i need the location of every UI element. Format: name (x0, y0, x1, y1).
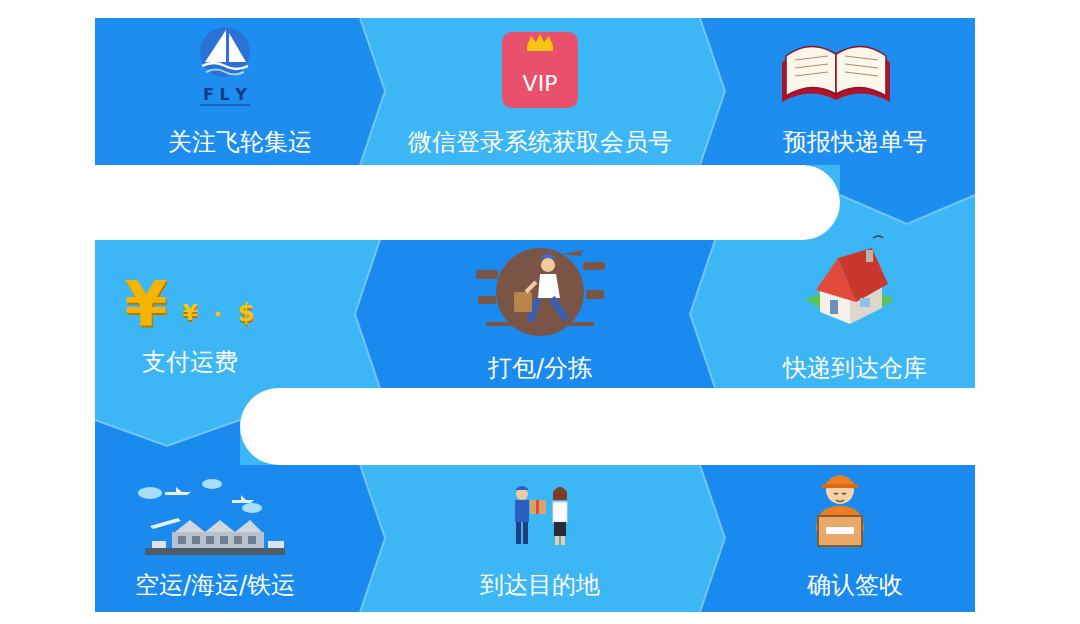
process-step: 到达目的地 (390, 571, 690, 600)
process-step: 预报快递单号 (730, 128, 980, 157)
step-label: 快递到达仓库 (741, 354, 969, 383)
step-label: 关注飞轮集运 (121, 128, 359, 157)
process-step: 支付运费 (75, 348, 305, 377)
airport-illustration (138, 479, 285, 555)
step-label: 微信登录系统获取会员号 (386, 128, 694, 157)
currency-symbol: ¥ (182, 302, 197, 324)
currency-symbol: ¥ (124, 274, 167, 336)
step-label: 确认签收 (741, 571, 969, 600)
process-step: 微信登录系统获取会员号 (380, 128, 700, 157)
process-step: 空运/海运/铁运 (90, 571, 340, 600)
book-icon (782, 46, 890, 102)
delivery-illustration (515, 486, 567, 545)
step-label: 空运/海运/铁运 (96, 571, 334, 600)
step-label: 预报快递单号 (736, 128, 974, 157)
house-icon (805, 236, 895, 324)
currency-symbol: $ (238, 301, 255, 325)
process-step: 确认签收 (735, 571, 975, 600)
step-label: 到达目的地 (396, 571, 684, 600)
vip-icon (502, 32, 578, 108)
process-step: 快递到达仓库 (735, 354, 975, 383)
courier-illustration (816, 475, 864, 546)
vip-text: VIP (523, 73, 558, 95)
logo-icon (200, 27, 250, 106)
money-icon (216, 312, 221, 317)
packing-illustration (476, 248, 605, 336)
step-label: 支付运费 (81, 348, 299, 377)
process-step: 打包/分拣 (390, 354, 690, 383)
process-step: 关注飞轮集运 (115, 128, 365, 157)
step-label: 打包/分拣 (396, 354, 684, 383)
snake-band (0, 18, 1080, 612)
logo-text: F L Y (203, 87, 247, 103)
